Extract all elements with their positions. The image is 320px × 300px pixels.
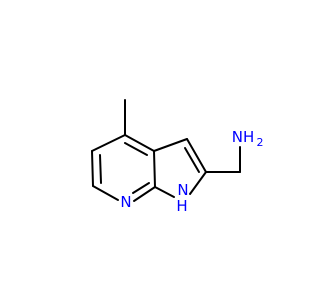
bond-c3-c2-inner [184,147,200,173]
atom-labels: N N H NH 2 [120,128,263,215]
bond-c3a-c4-inner [124,142,148,156]
atom-label-n1: N [177,181,188,199]
bond-c2-n1 [189,171,207,195]
bond-c5-c6 [91,150,94,187]
substituent-bonds [124,99,241,173]
atom-label-amine: NH [232,128,255,146]
bond-c7a-c3a [153,150,156,188]
atom-label-n7: N [120,193,131,211]
pyridine-ring-bonds [91,134,156,202]
pyrrole-ring-bonds [153,138,207,198]
bond-n7-c7a-inner [132,182,150,194]
bond-n1-c7a [154,186,175,198]
bond-c6-n7 [92,185,119,201]
bond-c3-c2 [186,138,207,173]
bond-c3a-c4 [124,134,155,152]
bond-c3a-c3 [153,138,188,152]
atom-label-amine-subscript: 2 [257,136,264,149]
bond-c4-c5 [91,134,126,152]
atom-label-n1-hydrogen: H [176,197,187,215]
molecule-structure-diagram: N N H NH 2 [91,99,264,215]
bond-n7-c7a [133,186,156,202]
bond-c5-c6-inner [99,154,102,184]
